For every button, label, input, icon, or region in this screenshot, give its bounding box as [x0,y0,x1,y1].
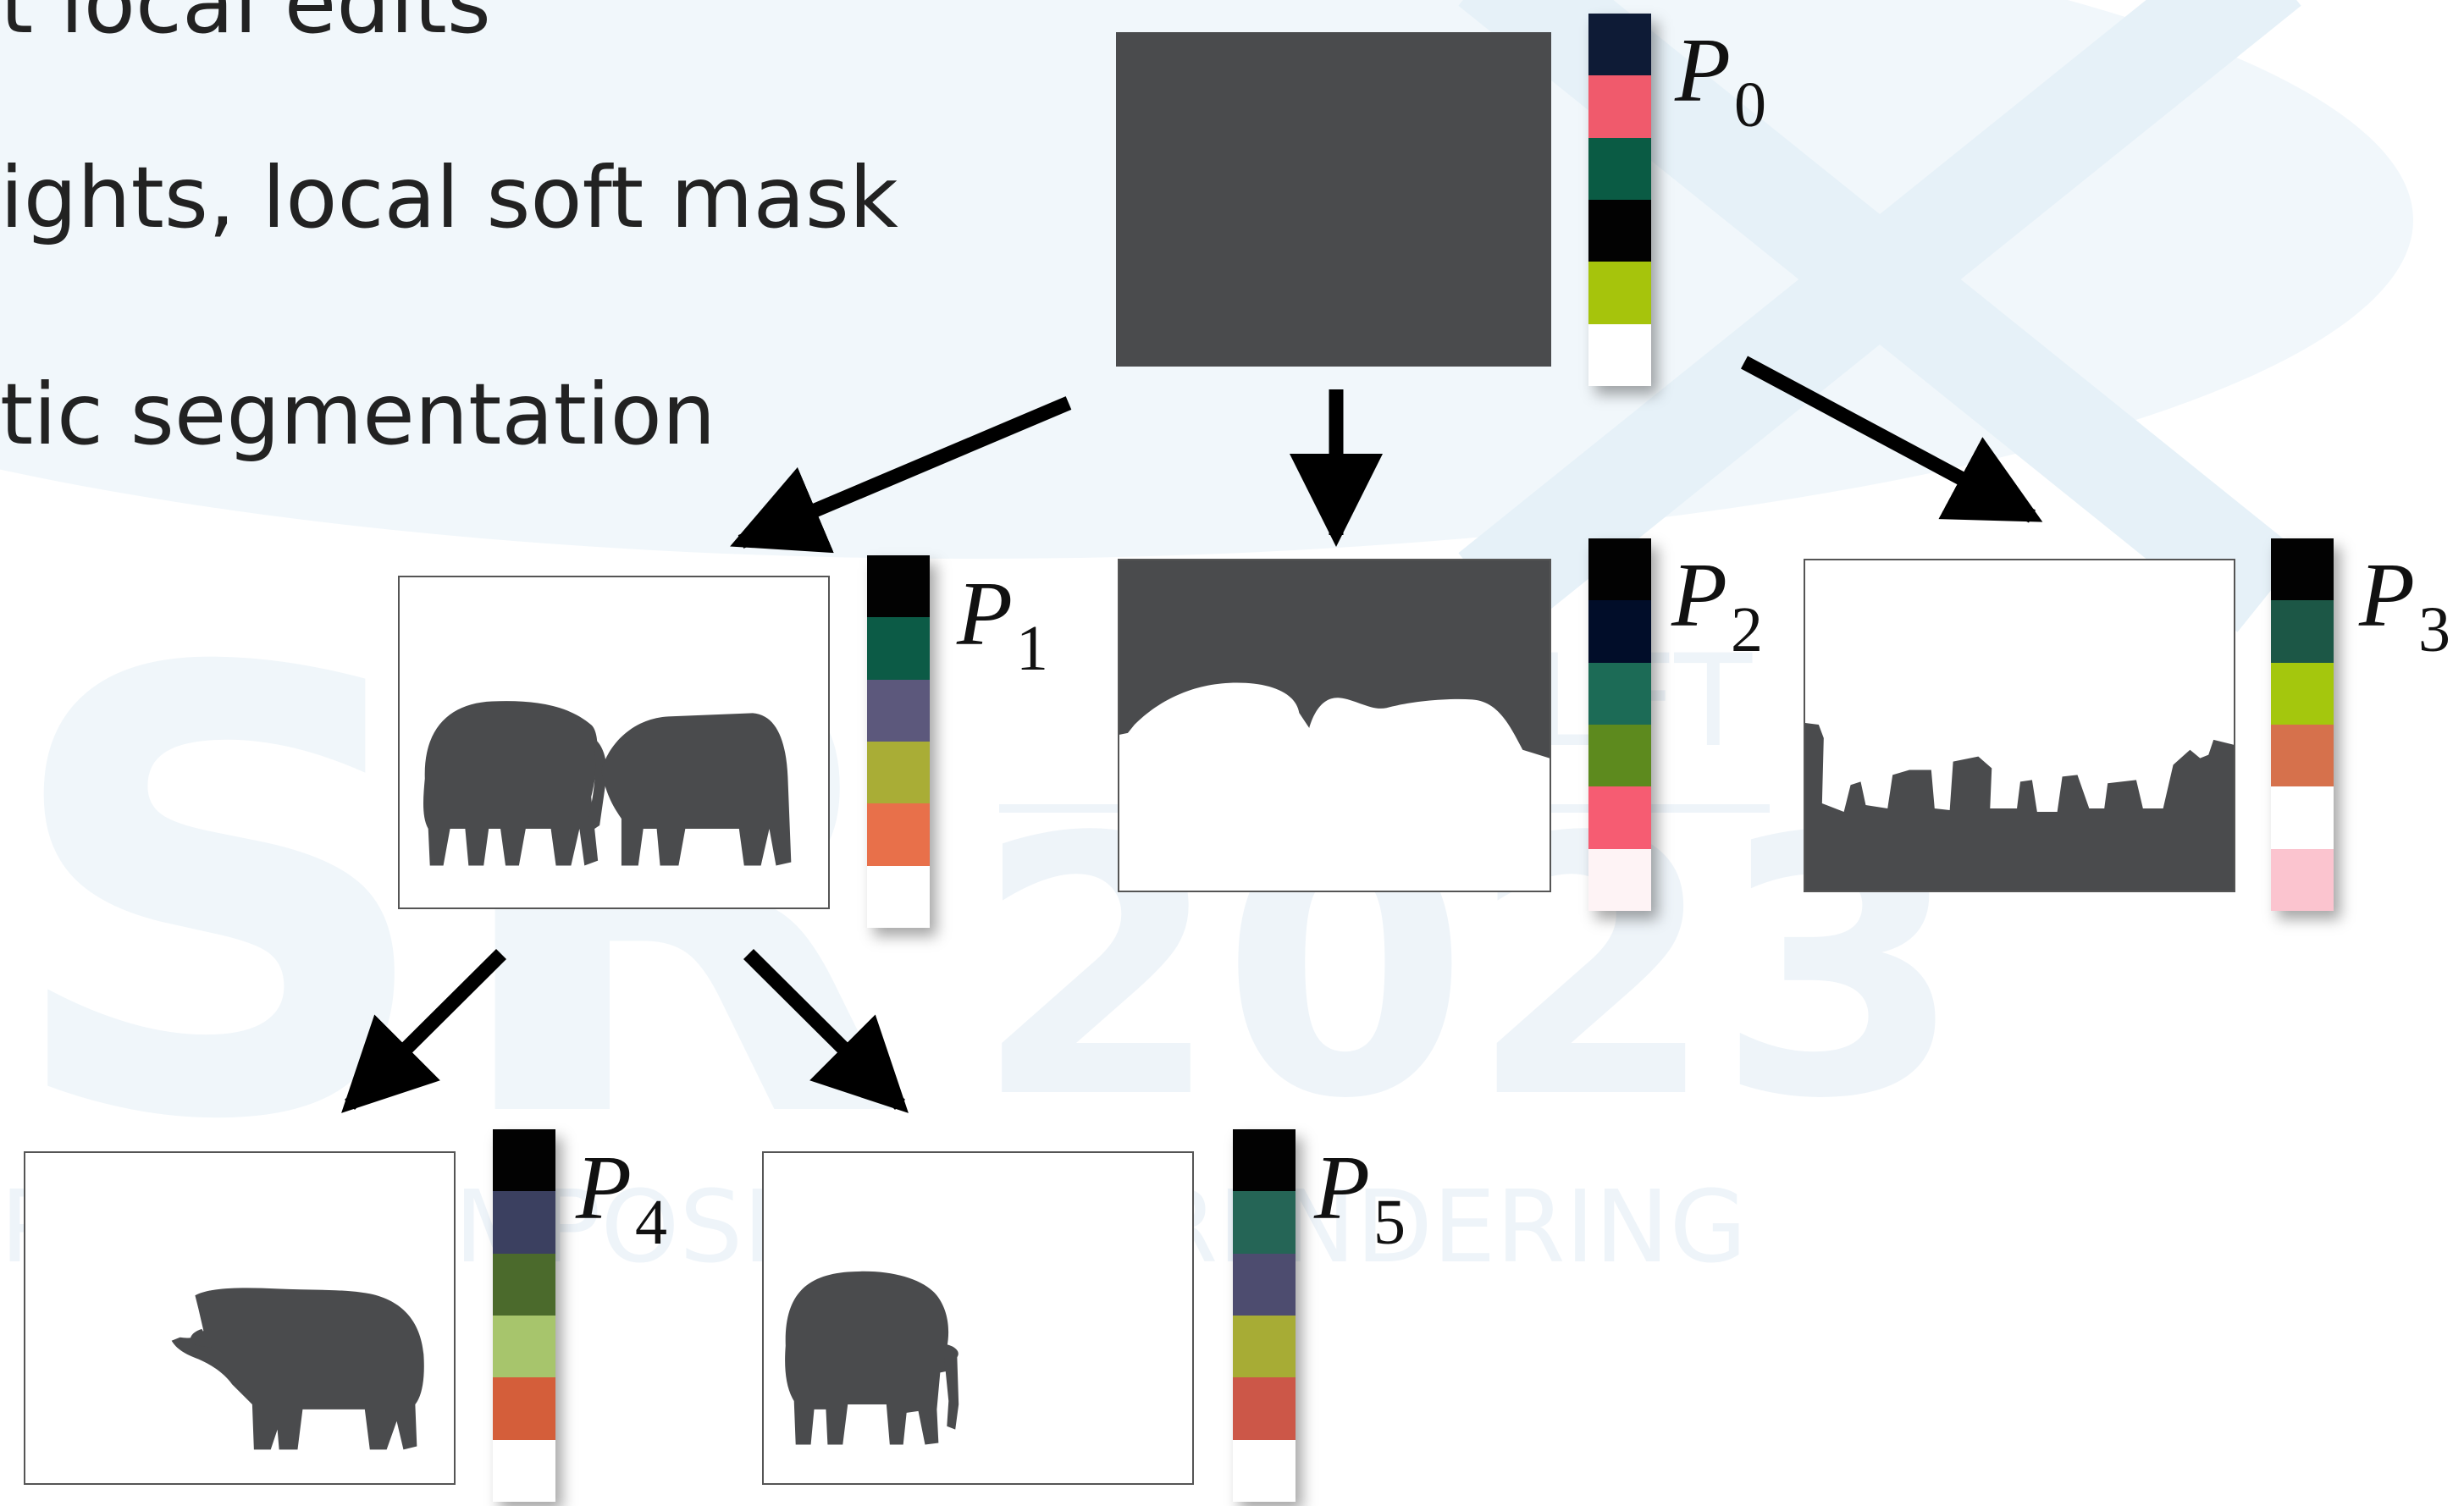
label-p3: P3 [2359,545,2450,665]
palette-swatch [1588,323,1651,386]
palette-p1 [867,555,930,928]
elephant-left-silhouette [171,1288,424,1450]
palette-swatch [1588,14,1651,76]
palette-swatch [1588,538,1651,601]
palette-swatch [2271,600,2334,663]
palette-swatch [2271,662,2334,725]
palette-swatch [493,1253,555,1316]
palette-p3 [2271,538,2334,911]
mask-panel-p1 [398,576,830,909]
palette-swatch [1233,1439,1296,1502]
palette-swatch [1233,1191,1296,1254]
mask-panel-p0 [1116,32,1551,367]
palette-swatch [867,865,930,928]
palette-p4 [493,1129,555,1502]
label-p2: P2 [1671,545,1763,665]
arrow-p0-to-p3 [1740,356,2043,523]
palette-swatch [493,1315,555,1378]
palette-swatch [1588,786,1651,849]
arrow-p1-to-p4 [341,948,506,1113]
mask-panel-p2 [1118,559,1551,892]
palette-swatch [493,1129,555,1192]
sky-mask [1119,560,1550,759]
bullet-line-2: ights, local soft mask [0,148,898,247]
elephants-silhouette [423,701,792,866]
palette-swatch [2271,786,2334,849]
legs-ground-mask [1805,723,2234,891]
bullet-line-1: t local edits [0,0,491,52]
mask-panel-p3 [1804,559,2235,892]
elephant-right-silhouette [785,1271,959,1445]
palette-swatch [1233,1253,1296,1316]
palette-swatch [1588,262,1651,324]
palette-swatch [1233,1377,1296,1440]
label-p1: P1 [957,564,1048,684]
palette-swatch [867,741,930,804]
label-p5: P5 [1314,1138,1406,1258]
palette-swatch [493,1377,555,1440]
mask-panel-p5 [762,1151,1194,1485]
arrow-p0-to-p1 [730,396,1072,554]
palette-swatch [1233,1129,1296,1192]
palette-swatch [1588,724,1651,787]
palette-swatch [1588,600,1651,663]
palette-swatch [2271,724,2334,787]
palette-swatch [1233,1315,1296,1378]
palette-p2 [1588,538,1651,911]
mask-panel-p4 [24,1151,456,1485]
palette-swatch [867,555,930,618]
palette-p0 [1588,14,1651,386]
palette-swatch [867,803,930,866]
bullet-line-3: tic segmentation [0,365,716,464]
palette-swatch [1588,662,1651,725]
palette-swatch [867,617,930,680]
palette-swatch [493,1191,555,1254]
palette-p5 [1233,1129,1296,1502]
label-p0: P0 [1675,20,1766,141]
palette-swatch [1588,199,1651,262]
label-p4: P4 [576,1138,667,1258]
palette-swatch [493,1439,555,1502]
palette-swatch [2271,848,2334,911]
palette-swatch [1588,75,1651,138]
palette-swatch [1588,848,1651,911]
palette-swatch [2271,538,2334,601]
arrow-p1-to-p5 [743,948,909,1113]
palette-swatch [1588,137,1651,200]
palette-swatch [867,679,930,742]
